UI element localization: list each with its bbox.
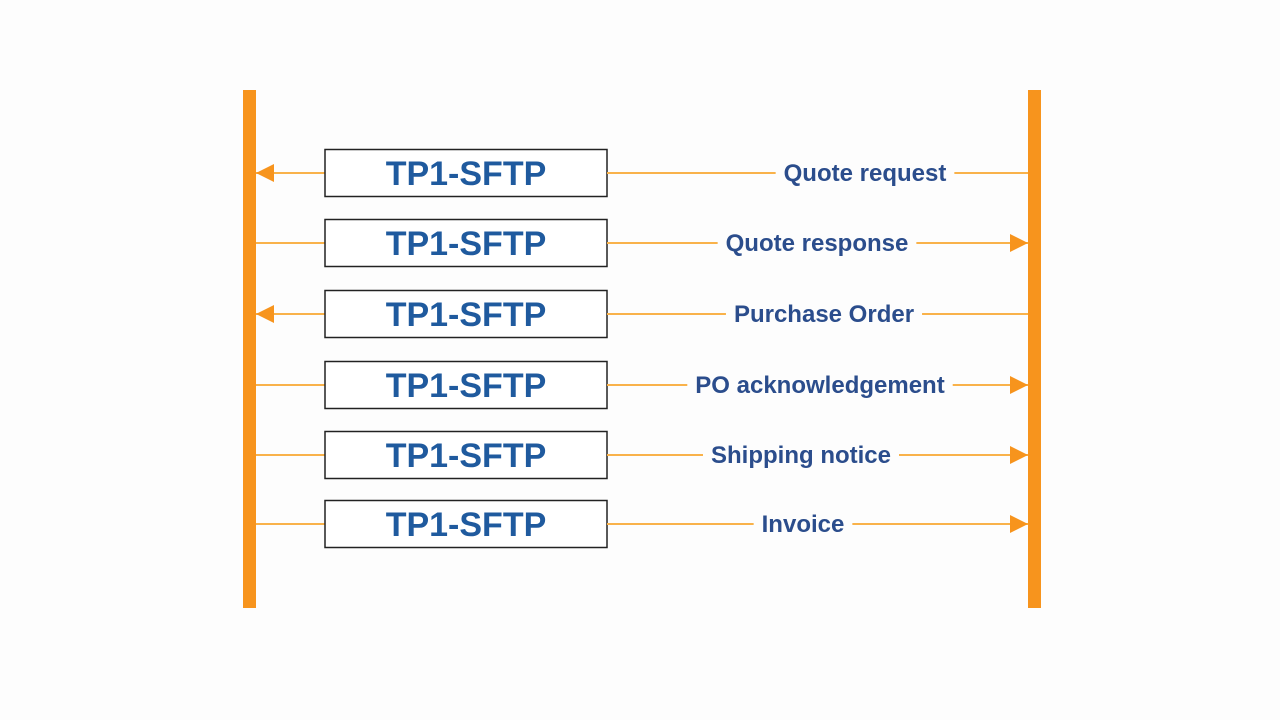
message-label: Shipping notice — [711, 442, 891, 469]
message-row: TP1-SFTP Quote request — [256, 148, 1028, 198]
message-row: TP1-SFTP Purchase Order — [256, 289, 1028, 339]
protocol-box — [324, 499, 608, 549]
message-label: Quote request — [784, 160, 947, 187]
protocol-label: TP1-SFTP — [386, 155, 547, 193]
protocol-label: TP1-SFTP — [386, 506, 547, 544]
message-row: TP1-SFTP Invoice — [256, 499, 1028, 549]
message-label: Quote response — [726, 230, 909, 257]
arrowhead-right-icon — [1010, 234, 1028, 252]
protocol-label: TP1-SFTP — [386, 296, 547, 334]
message-row: TP1-SFTP PO acknowledgement — [256, 360, 1028, 410]
arrowhead-left-icon — [256, 164, 274, 182]
protocol-box — [324, 430, 608, 480]
arrowhead-right-icon — [1010, 376, 1028, 394]
arrowhead-left-icon — [256, 305, 274, 323]
protocol-box — [324, 289, 608, 339]
message-label: PO acknowledgement — [695, 372, 944, 399]
message-label: Invoice — [762, 511, 845, 538]
protocol-box — [324, 360, 608, 410]
arrowhead-right-icon — [1010, 515, 1028, 533]
message-row: TP1-SFTP Shipping notice — [256, 430, 1028, 480]
left-lifeline — [243, 90, 256, 608]
protocol-box — [324, 218, 608, 268]
right-lifeline — [1028, 90, 1041, 608]
arrowhead-right-icon — [1010, 446, 1028, 464]
protocol-label: TP1-SFTP — [386, 225, 547, 263]
protocol-label: TP1-SFTP — [386, 367, 547, 405]
message-row: TP1-SFTP Quote response — [256, 218, 1028, 268]
message-label: Purchase Order — [734, 301, 914, 328]
protocol-label: TP1-SFTP — [386, 437, 547, 475]
